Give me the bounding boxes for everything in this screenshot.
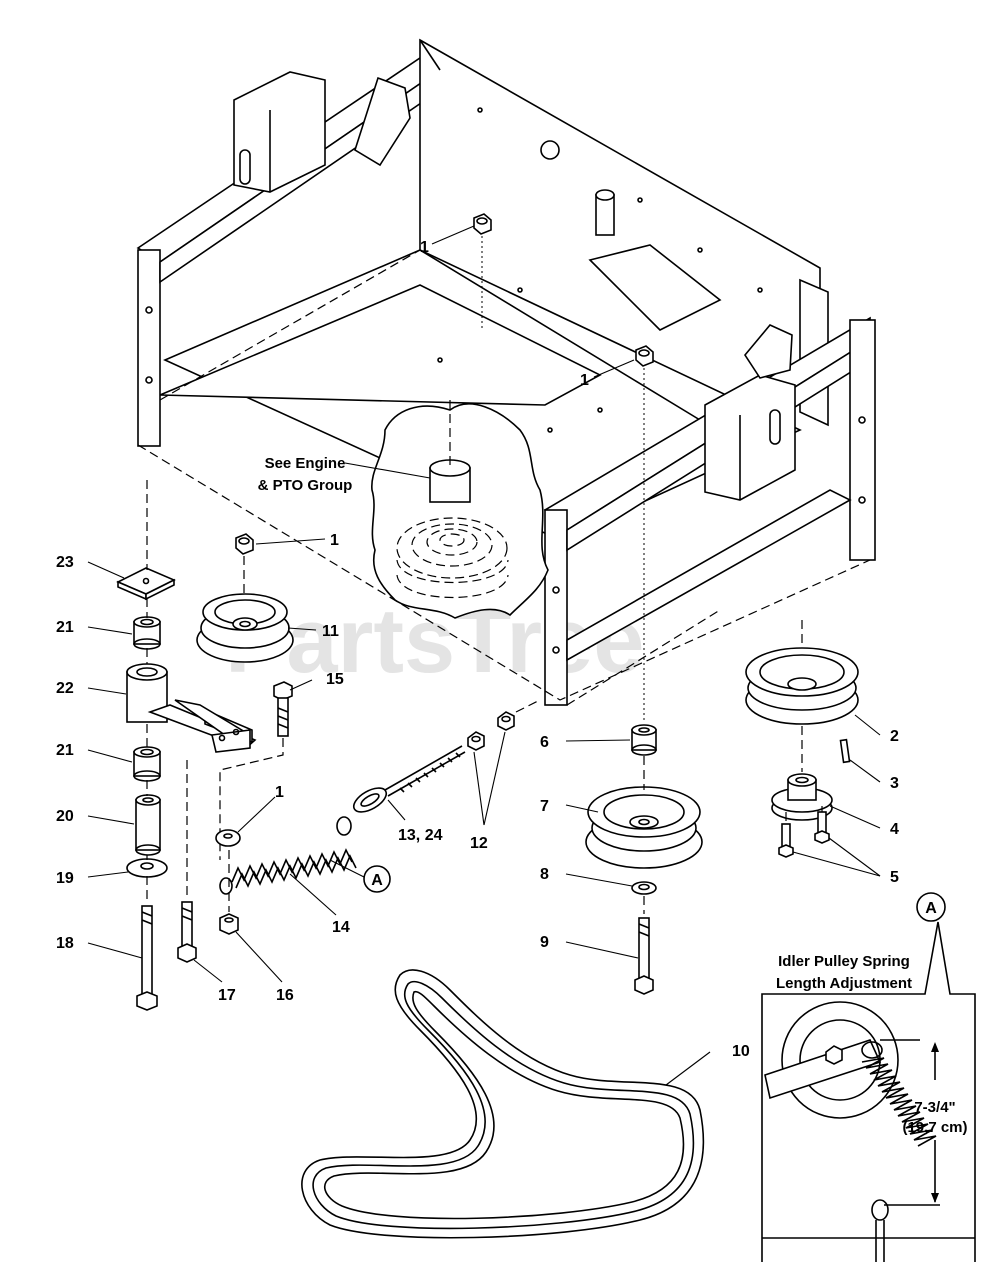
callout-22: 22 — [56, 680, 74, 697]
eyebolt-13-24 — [352, 745, 466, 813]
key-3 — [839, 738, 851, 764]
cone-washer-1 — [215, 829, 241, 847]
callout-14: 14 — [332, 919, 350, 936]
idler-arm-22 — [126, 663, 257, 753]
chassis-frame — [136, 38, 876, 706]
callout-21-top: 21 — [56, 619, 74, 636]
leader-lines — [87, 225, 881, 1086]
measurement-metric: (19,7 cm) — [902, 1119, 967, 1136]
nut-12-a — [467, 731, 485, 751]
detail-marker-a: A — [925, 900, 937, 917]
callout-1-top: 1 — [420, 239, 429, 256]
callout-12: 12 — [470, 835, 488, 852]
callout-20: 20 — [56, 808, 74, 825]
bolt-15 — [273, 681, 293, 737]
bolt-9 — [634, 917, 654, 995]
callout-17: 17 — [218, 987, 236, 1004]
bushing-21-top — [133, 616, 161, 650]
callout-1-cone: 1 — [275, 784, 284, 801]
callout-19: 19 — [56, 870, 74, 887]
callout-numbers: 1 1 1 1 11 15 23 21 22 21 20 19 18 17 16… — [56, 239, 899, 1060]
spring-detail-marker-a — [363, 865, 391, 893]
bolt-17 — [177, 901, 197, 963]
callout-8: 8 — [540, 866, 549, 883]
callout-11: 11 — [322, 623, 339, 640]
screw-5-b — [814, 811, 830, 844]
callout-21-bottom: 21 — [56, 742, 74, 759]
idler-pulley-11 — [196, 593, 294, 663]
drive-belt-10 — [301, 969, 705, 1239]
screw-5-a — [778, 823, 794, 858]
hub-4 — [771, 773, 833, 821]
measurement-value: 7-3/4" — [914, 1099, 955, 1116]
bolt-18 — [136, 905, 158, 1011]
spring-detail-marker-a-label: A — [371, 872, 383, 889]
callout-9: 9 — [540, 934, 549, 951]
hex-nut-1-left — [235, 533, 254, 555]
idler-pulley-7 — [585, 786, 703, 869]
spacer-20 — [135, 794, 161, 856]
hex-nut-1-top — [473, 213, 492, 235]
detail-title-line2: Length Adjustment — [776, 975, 912, 992]
callout-3: 3 — [890, 775, 899, 792]
callout-7: 7 — [540, 798, 549, 815]
engine-pto-outline — [371, 400, 549, 619]
washer-19 — [126, 858, 168, 878]
callout-1-middle: 1 — [580, 372, 589, 389]
callout-13-24: 13, 24 — [398, 827, 443, 844]
bushing-21-bottom — [133, 746, 161, 782]
callout-6: 6 — [540, 734, 549, 751]
see-engine-label-line1: See Engine — [265, 455, 346, 472]
callout-16: 16 — [276, 987, 294, 1004]
hex-nut-1-middle — [635, 345, 654, 367]
spring-14 — [219, 816, 357, 895]
washer-8 — [631, 881, 657, 895]
callout-23: 23 — [56, 554, 74, 571]
pulley-2 — [745, 647, 859, 725]
plate-23 — [116, 567, 176, 601]
nut-12-b — [497, 711, 515, 731]
nut-16 — [219, 913, 239, 935]
see-engine-label-line2: & PTO Group — [258, 477, 353, 494]
spacer-6 — [631, 724, 657, 756]
callout-10: 10 — [732, 1043, 750, 1060]
callout-5: 5 — [890, 869, 899, 886]
callout-4: 4 — [890, 821, 899, 838]
callout-1-left: 1 — [330, 532, 339, 549]
callout-15: 15 — [326, 671, 344, 688]
callout-18: 18 — [56, 935, 74, 952]
detail-title-line1: Idler Pulley Spring — [778, 953, 910, 970]
detail-inset: A Idler Pulley Spring Length Adjustment … — [761, 892, 976, 1262]
callout-2: 2 — [890, 728, 899, 745]
